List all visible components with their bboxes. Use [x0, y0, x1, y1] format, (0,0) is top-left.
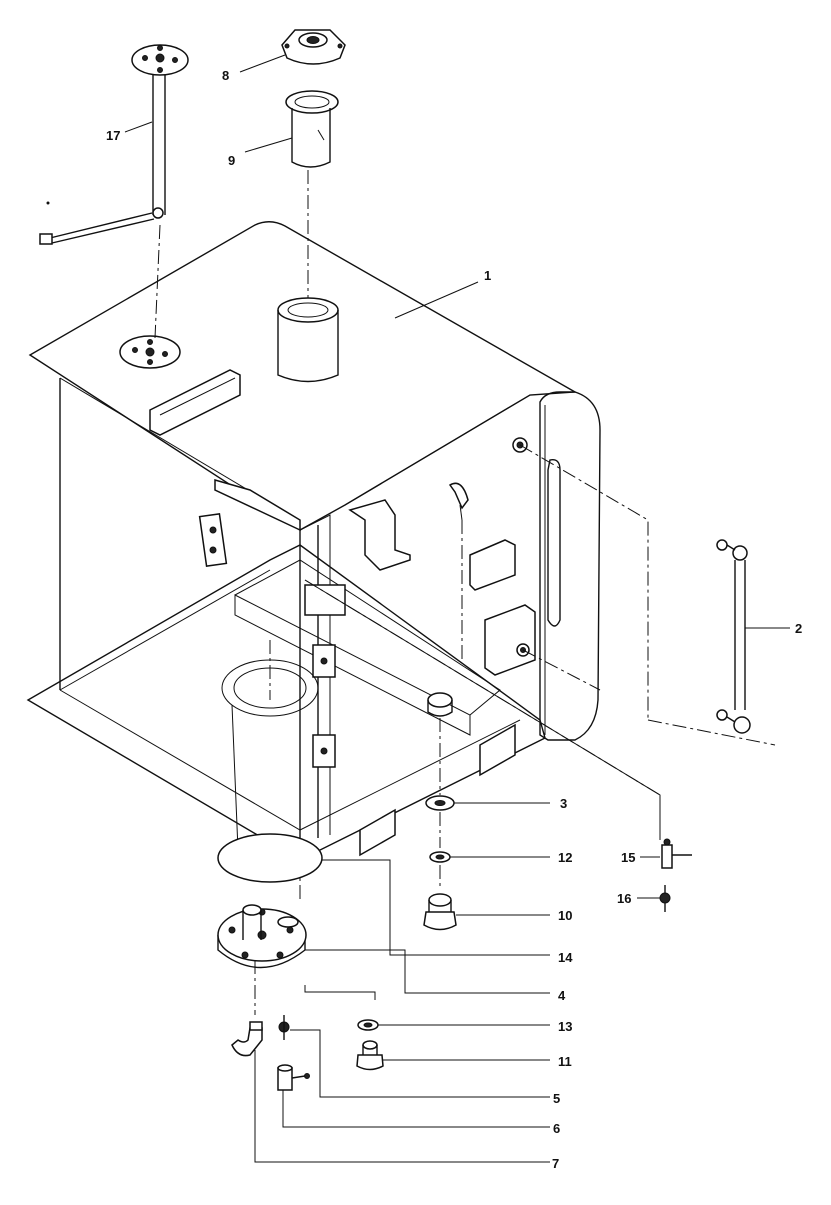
mounting-tabs: [198, 479, 346, 768]
part-16-fitting: [659, 885, 671, 912]
callout-6: 6: [553, 1121, 560, 1136]
callout-8: 8: [222, 68, 229, 83]
callout-1: 1: [484, 268, 491, 283]
callout-3: 3: [560, 796, 567, 811]
part-6-tee-fitting: [277, 1064, 310, 1091]
callout-2: 2: [795, 621, 802, 636]
part-12-gasket: [429, 851, 451, 863]
part-5-fitting: [278, 1015, 290, 1040]
part-13-gasket: [357, 1019, 379, 1031]
part-8-filler-cap: [281, 29, 346, 65]
centerlines: [154, 170, 776, 1015]
callout-15: 15: [621, 850, 635, 865]
drain-boss: [427, 692, 453, 717]
callout-4: 4: [558, 988, 566, 1003]
part-2-sight-gauge: [716, 539, 751, 734]
callout-10: 10: [558, 908, 572, 923]
callout-14: 14: [558, 950, 573, 965]
interior-brackets: [348, 437, 561, 676]
sender-mount-flange: [119, 335, 181, 369]
part-17-fuel-level-sender: [39, 44, 189, 245]
part-4-suction-flange: [217, 904, 307, 969]
sump-pipe: [221, 659, 319, 851]
callout-17: 17: [106, 128, 120, 143]
callout-11: 11: [558, 1054, 572, 1069]
tank-body: [26, 221, 601, 861]
leader-lines: [124, 54, 790, 1163]
stray-mark: [46, 201, 50, 205]
callout-5: 5: [553, 1091, 560, 1106]
callout-12: 12: [558, 850, 572, 865]
part-11-plug: [356, 1040, 384, 1071]
callout-7: 7: [552, 1156, 559, 1171]
bottom-skid-channels: [359, 723, 516, 857]
part-14-gasket: [217, 833, 323, 883]
callout-9: 9: [228, 153, 235, 168]
part-9-filler-strainer: [285, 90, 339, 168]
part-3-washer: [425, 795, 455, 811]
part-15-tee-fitting: [661, 838, 692, 869]
callout-13: 13: [558, 1019, 572, 1034]
tank-filler-neck: [277, 297, 339, 383]
part-10-drain-plug: [423, 893, 457, 931]
part-7-elbow-fitting: [231, 1021, 263, 1057]
top-channel-bracket: [149, 369, 241, 436]
callout-16: 16: [617, 891, 631, 906]
callout-labels: 1 2 3 4 5 6 7 8 9 10 11 12 13 14 15 16 1…: [106, 68, 802, 1171]
